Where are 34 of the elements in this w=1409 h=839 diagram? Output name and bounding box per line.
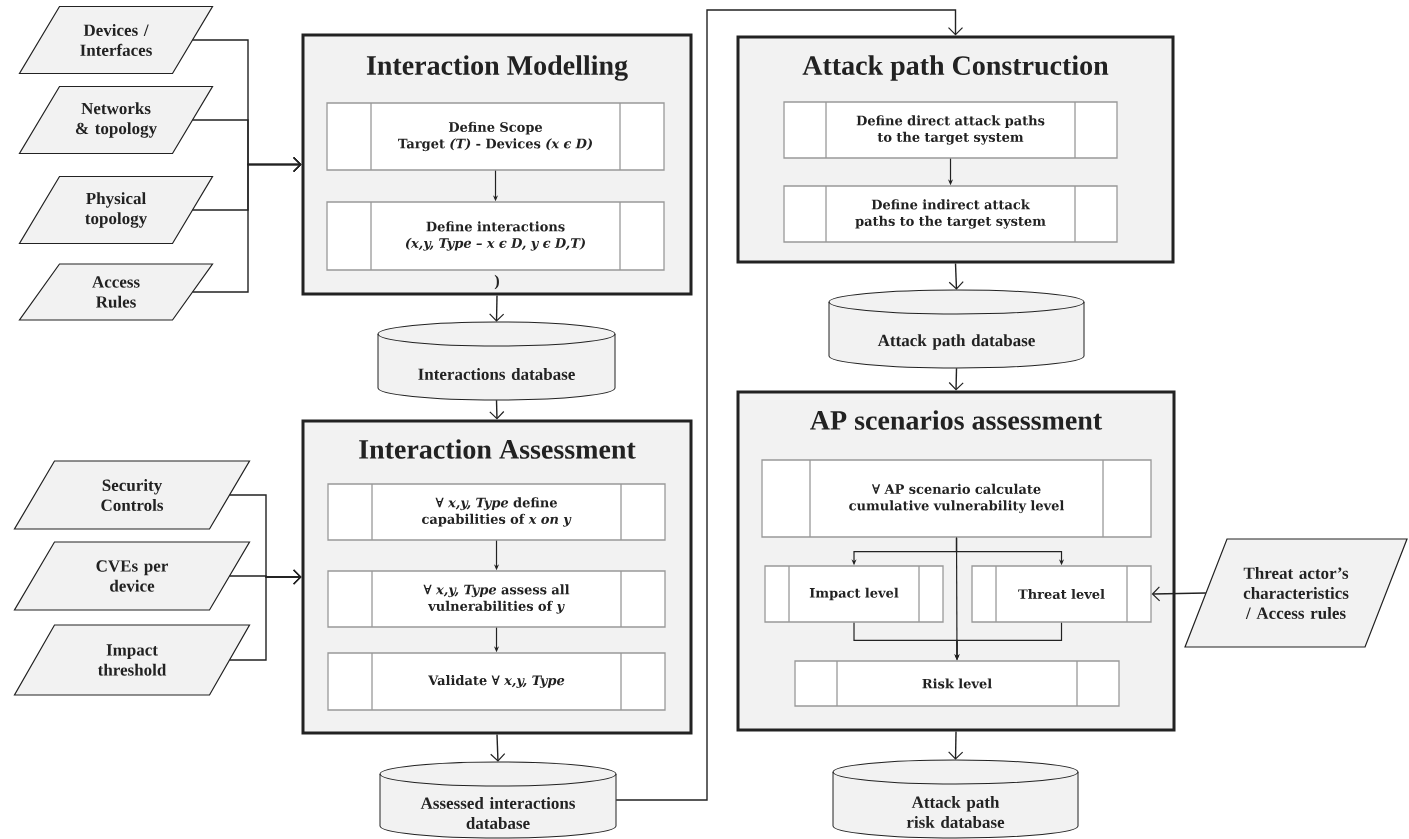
arrow [948,730,964,760]
process-box: ∀ x,y, Type define capabilities of x on y [327,483,666,541]
arrow [948,262,964,290]
process-box: Define direct attack paths to the target system [783,101,1118,159]
process-box: Risk level [794,660,1120,707]
arrow [489,399,505,420]
input-parallelogram: Impact threshold [13,624,251,696]
arrow [1151,586,1207,602]
input-parallelogram: Security Controls [13,460,251,530]
input-parallelogram: CVEs per device [13,541,251,611]
arrow [229,569,302,661]
parenthesis-label: ) [494,274,499,290]
process-box: ∀ AP scenario calculate cumulative vulnerability level [761,459,1152,538]
input-parallelogram: Threat actor’s characteristics / Access rules [1184,538,1408,648]
process-box: Define Scope Target (T) - Devices (x ϵ D) [326,102,665,171]
process-box: Impact level [764,565,944,623]
input-parallelogram: Devices / Interfaces [18,5,214,75]
process-box: Validate ∀ x,y, Type [327,652,666,711]
arrow [192,156,302,293]
database-cylinder: Attack path risk database [832,759,1079,839]
input-parallelogram: Physical topology [18,175,214,245]
database-cylinder: Interactions database [377,321,616,401]
input-parallelogram: Networks & topology [18,85,214,155]
arrow [615,9,964,801]
process-box: ∀ x,y, Type assess all vulnerabilities of y [327,570,666,628]
arrow [489,294,505,322]
process-box: Define indirect attack paths to the target system [783,185,1118,243]
input-parallelogram: Access Rules [18,263,214,321]
database-cylinder: Attack path database [828,289,1085,369]
database-cylinder: Assessed interactions database [379,761,617,839]
process-box: Define interactions (x,y, Type – x ϵ D, y ϵ D,T) [326,201,665,271]
arrow [948,367,964,391]
process-box: Threat level [971,565,1152,623]
arrow [490,733,506,762]
